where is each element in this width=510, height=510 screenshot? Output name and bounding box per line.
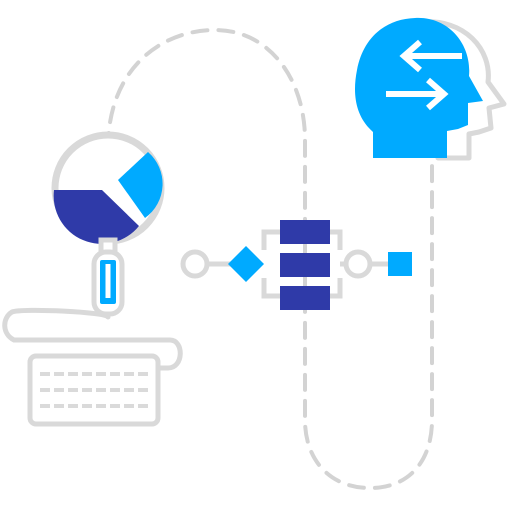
magnifying-glass-pie-chart-icon bbox=[51, 131, 165, 317]
process-step-bar-2 bbox=[280, 253, 330, 277]
decision-diamond bbox=[228, 246, 264, 282]
process-step-bar-1 bbox=[280, 220, 330, 244]
arrow-right-icon bbox=[386, 77, 449, 111]
pie-slice-navy bbox=[53, 190, 139, 244]
keyboard-keys bbox=[40, 372, 148, 408]
keyboard-cable bbox=[2, 307, 183, 371]
process-step-bar-3 bbox=[280, 286, 330, 310]
end-node-square bbox=[388, 252, 412, 276]
keyboard-icon bbox=[27, 353, 161, 427]
start-node-circle bbox=[180, 249, 210, 279]
magnifier-handle-stripe bbox=[105, 264, 111, 298]
process-flow-icon bbox=[180, 220, 412, 310]
end-node-circle bbox=[343, 249, 373, 279]
arrow-left-icon bbox=[399, 39, 462, 73]
person-head-swap-arrows-icon bbox=[354, 17, 483, 158]
dashed-connector-path bbox=[106, 27, 434, 491]
pie-slice-blue bbox=[118, 152, 163, 218]
